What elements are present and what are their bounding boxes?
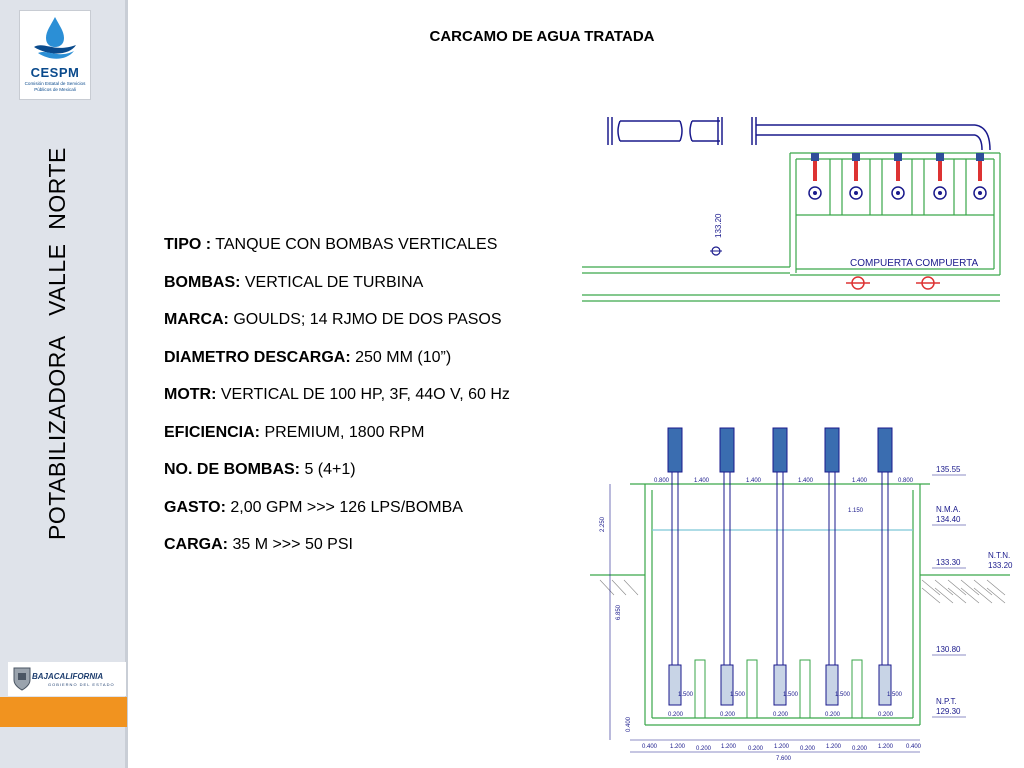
dim-label: 1.200	[774, 744, 790, 750]
dim-label: 0.400	[626, 716, 632, 732]
dim-label: 1.200	[670, 744, 686, 750]
spec-value: 35 M >>> 50 PSI	[228, 536, 353, 553]
spec-value: PREMIUM, 1800 RPM	[260, 423, 425, 441]
baja-california-logo: BAJACALIFORNIA GOBIERNO DEL ESTADO	[8, 662, 126, 696]
spec-value: VERTICAL DE 100 HP, 3F, 44O V, 60 Hz	[216, 386, 510, 403]
dim-label: 1.500	[783, 692, 799, 698]
dim-label: 0.200	[748, 746, 764, 752]
state-shield-icon	[13, 667, 31, 691]
spec-value: 2,00 GPM >>> 126 LPS/BOMBA	[225, 498, 463, 516]
spec-label: DIAMETRO DESCARGA:	[164, 348, 351, 366]
gate-valves	[846, 276, 940, 290]
elevation-label: 135.55	[936, 465, 961, 474]
spec-row: EFICIENCIA: PREMIUM, 1800 RPM	[164, 424, 544, 462]
dim-label: 0.200	[878, 712, 894, 718]
sidebar-divider	[125, 0, 128, 768]
spec-row: BOMBAS: VERTICAL DE TURBINA	[164, 274, 544, 312]
vertical-pumps	[667, 427, 893, 706]
spec-label: GASTO:	[164, 498, 226, 516]
spec-row: CARGA: 35 M >>> 50 PSI	[164, 536, 544, 574]
spec-label: MOTR:	[164, 386, 217, 403]
spec-value: GOULDS; 14 RJMO DE DOS PASOS	[228, 311, 502, 328]
dim-label: 2.250	[600, 516, 606, 532]
plan-elevation-label: 133.20	[714, 213, 723, 238]
dim-label: 0.200	[800, 746, 816, 752]
logo-name: CESPM	[30, 65, 80, 80]
elevation-label: 133.20	[988, 561, 1013, 570]
spec-value: 5 (4+1)	[300, 461, 356, 478]
dim-label: 7.600	[776, 756, 792, 762]
dim-label: 1.200	[826, 744, 842, 750]
dim-label: 1.500	[835, 692, 851, 698]
spec-list: TIPO : TANQUE CON BOMBAS VERTICALES BOMB…	[164, 236, 544, 574]
page-title: CARCAMO DE AGUA TRATADA	[429, 28, 655, 45]
pump-symbols	[808, 153, 987, 200]
dim-label: 0.200	[696, 746, 712, 752]
dim-label: 0.800	[654, 478, 670, 484]
cespm-logo: CESPM Comisión Estatal de Servicios Públ…	[19, 10, 91, 100]
dim-label: 1.400	[694, 478, 710, 484]
dim-label: 0.200	[825, 712, 841, 718]
spec-label: EFICIENCIA:	[164, 423, 260, 441]
spec-label: BOMBAS:	[164, 273, 241, 291]
sidebar	[0, 0, 127, 768]
dim-label: 1.200	[721, 744, 737, 750]
dim-label: 1.500	[730, 692, 746, 698]
dim-label: 6.850	[616, 604, 622, 620]
elevation-label: 134.40	[936, 515, 961, 524]
spec-label: MARCA:	[164, 311, 229, 328]
elevation-label: 129.30	[936, 707, 961, 716]
spec-row: MARCA: GOULDS; 14 RJMO DE DOS PASOS	[164, 311, 544, 349]
spec-row: NO. DE BOMBAS: 5 (4+1)	[164, 461, 544, 499]
footer-logo-sub: GOBIERNO DEL ESTADO	[48, 682, 115, 687]
dim-label: 0.800	[898, 478, 914, 484]
dim-label: 0.200	[773, 712, 789, 718]
logo-subtitle: Comisión Estatal de Servicios Públicos d…	[24, 81, 86, 92]
elevation-label: N.T.N.	[988, 551, 1010, 560]
dim-label: 1.500	[678, 692, 694, 698]
spec-label: NO. DE BOMBAS:	[164, 461, 300, 478]
dim-label: 1.200	[878, 744, 894, 750]
dim-label: 0.400	[642, 744, 658, 750]
spec-label: CARGA:	[164, 536, 228, 553]
dim-label: 1.400	[852, 478, 868, 484]
spec-value: TANQUE CON BOMBAS VERTICALES	[211, 236, 498, 253]
dim-label: 1.150	[848, 508, 864, 514]
dim-label: 0.400	[906, 744, 922, 750]
accent-bar	[0, 697, 127, 727]
dim-label: 1.400	[798, 478, 814, 484]
footer-logo-text: BAJACALIFORNIA	[32, 672, 104, 681]
water-drop-icon	[34, 17, 76, 59]
dim-label: 1.400	[746, 478, 762, 484]
spec-value: VERTICAL DE TURBINA	[240, 273, 424, 291]
elevation-label: 133.30	[936, 558, 961, 567]
spec-row: GASTO: 2,00 GPM >>> 126 LPS/BOMBA	[164, 499, 544, 537]
spec-value: 250 MM (10”)	[350, 348, 452, 366]
elevation-marker	[710, 246, 722, 256]
dim-label: 1.500	[887, 692, 903, 698]
dim-label: 0.200	[852, 746, 868, 752]
elevation-label: 130.80	[936, 645, 961, 654]
gate-label: COMPUERTA COMPUERTA	[850, 258, 978, 269]
elevation-label: N.P.T.	[936, 697, 957, 706]
plan-view-drawing: 133.20 COMPUERTA COMPUERTA	[582, 117, 1001, 302]
spec-row: DIAMETRO DESCARGA: 250 MM (10”)	[164, 349, 544, 387]
section-view-drawing: 0.800 1.400 1.400 1.400 1.400 0.800 1.15…	[590, 427, 1013, 762]
dim-label: 0.200	[720, 712, 736, 718]
dim-label: 0.200	[668, 712, 684, 718]
elevation-label: N.M.A.	[936, 505, 960, 514]
spec-row: MOTR: VERTICAL DE 100 HP, 3F, 44O V, 60 …	[164, 386, 544, 424]
spec-row: TIPO : TANQUE CON BOMBAS VERTICALES	[164, 236, 544, 274]
spec-label: TIPO :	[164, 236, 212, 253]
vertical-plant-title: POTABILIZADORA VALLE NORTE	[44, 147, 70, 540]
